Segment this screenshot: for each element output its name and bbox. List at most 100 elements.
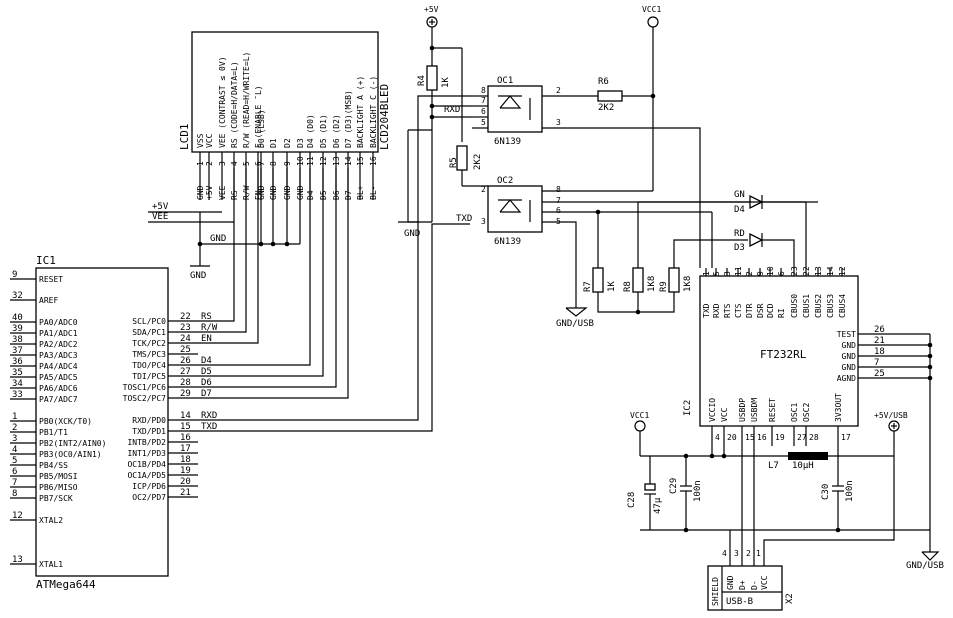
- ic1-pin-name: ICP/PD6: [132, 482, 166, 491]
- ic1-pin-name: PB6/MISO: [39, 483, 78, 492]
- svg-text:2: 2: [481, 185, 486, 194]
- ft232-pin-name: OSC1: [790, 403, 799, 422]
- ic1-pin-number: 21: [180, 488, 191, 498]
- ic1-pin-name: TXD/PD1: [132, 427, 166, 436]
- lcd-pin-number: 15: [356, 156, 365, 166]
- c30-ref: C30: [821, 484, 831, 500]
- lcd-pin-name: RS (CODE=H/DATA=L): [230, 61, 239, 148]
- ft232-pin-number: 28: [809, 433, 819, 442]
- usb-pin-name: GND: [726, 575, 735, 590]
- ft232-chip: FT232RL IC2 1TXD5RXD3RTS11CTS2DTR9DSR10D…: [683, 266, 930, 446]
- r4-ref: R4: [417, 75, 427, 86]
- ft232-pin-number: 13: [814, 266, 823, 276]
- lcd-body: [191, 31, 379, 153]
- ft232-pin-name: CBUS2: [814, 294, 823, 318]
- ft232-pin-number: 6: [777, 271, 786, 276]
- gnd-usb-right: GND/USB: [906, 334, 944, 571]
- ic1-part: ATMega644: [36, 578, 96, 591]
- r4-value: 1K: [441, 77, 451, 88]
- ic1-net-label: D4: [201, 356, 212, 366]
- ic1-pin-number: 13: [12, 555, 23, 565]
- ft232-pin-number: 1: [702, 271, 711, 276]
- ic1-pin-name: SDA/PC1: [132, 328, 166, 337]
- ic1-pin-number: 35: [12, 368, 23, 378]
- ic1-pin-name: INTB/PD2: [127, 438, 166, 447]
- ft232-pin-name: CBUS4: [838, 294, 847, 318]
- lcd-pin-number: 11: [306, 156, 315, 166]
- ft232-pin-number: 4: [715, 433, 720, 442]
- ic1-net-label: D6: [201, 378, 212, 388]
- ic1-pin-name: PB4/SS: [39, 461, 68, 470]
- svg-text:8: 8: [481, 86, 486, 95]
- ic1-net-label: R/W: [201, 323, 218, 333]
- ic1-pin-name: XTAL2: [39, 516, 63, 525]
- net-label-rxd: RXD: [444, 105, 460, 115]
- power-5v-top-label: +5V: [424, 5, 439, 14]
- ic1-pin-name: INT1/PD3: [127, 449, 166, 458]
- ft232-pin-number: 17: [841, 433, 851, 442]
- oc2-optocoupler: OC2 6N139 2 3 8 7 6 5 TXD GND/USB: [456, 176, 818, 329]
- ft232-pin-name: 3V3OUT: [834, 393, 843, 422]
- usb-pin-name: D+: [738, 580, 747, 590]
- ft232-ref: IC2: [683, 400, 693, 416]
- ic1-pin-number: 40: [12, 313, 23, 323]
- ic1-pin-number: 4: [12, 445, 17, 455]
- ic1-pin-number: 2: [12, 423, 17, 433]
- net-label-txd: TXD: [456, 214, 472, 224]
- lcd-net-label: BL-: [369, 186, 378, 200]
- led-d4: GN D4: [638, 190, 807, 268]
- svg-text:3: 3: [481, 217, 486, 226]
- ic1-pin-number: 6: [12, 467, 17, 477]
- ft232-pin-name: USBDP: [738, 398, 747, 422]
- l7-inductor: L7 10µH: [768, 452, 828, 471]
- lcd-pin-name: D4 (D0): [306, 114, 315, 148]
- ic1-pin-name: PA6/ADC6: [39, 384, 78, 393]
- ft232-pin-number: 2: [745, 271, 754, 276]
- r6-value: 2K2: [598, 103, 614, 113]
- ft232-pin-name: RXD: [712, 303, 721, 318]
- ft232-pin-number: 5: [712, 271, 721, 276]
- gnd-usb-right-label: GND/USB: [906, 561, 944, 571]
- gnd-lcd-label: GND: [190, 271, 206, 281]
- usb-pin-number: 4: [722, 549, 727, 558]
- ft232-pin-name: VCC: [720, 407, 729, 422]
- ft232-pin-name: DSR: [756, 303, 765, 318]
- ft232-pin-name: AGND: [837, 374, 856, 383]
- lcd-net-label: BL+: [356, 185, 365, 200]
- ic1-pin-name: PB3(OC0/AIN1): [39, 450, 102, 459]
- ft232-pin-name: RI: [777, 308, 786, 318]
- ic1-pin-name: PA7/ADC7: [39, 395, 78, 404]
- vcc1-bottom-label: VCC1: [630, 411, 649, 420]
- ft232-pin-name: CBUS0: [790, 294, 799, 318]
- ic1-pin-number: 1: [12, 412, 17, 422]
- lcd-pin-number: 2: [205, 161, 214, 166]
- power-vcc1-top-label: VCC1: [642, 5, 661, 14]
- ic1-pin-number: 38: [12, 335, 23, 345]
- ic1-net-label: RXD: [201, 411, 217, 421]
- ic1-pin-number: 34: [12, 379, 23, 389]
- usb-ref: X2: [785, 593, 795, 604]
- ft232-pin-number: 10: [766, 266, 775, 276]
- ic1-pin-name: AREF: [39, 296, 58, 305]
- ft232-bottom-pins: VCCIO4VCC20USBDP15USBDM16RESET19OSC127OS…: [708, 393, 851, 446]
- r6-resistor: R6 2K2: [597, 77, 656, 113]
- usb-pin-number: 1: [756, 549, 761, 558]
- c30-value: 100n: [845, 480, 855, 502]
- r7-ref: R7: [583, 281, 593, 292]
- d4-label: GN: [734, 190, 745, 200]
- ic1-pin-number: 17: [180, 444, 191, 454]
- ic1-pin-name: PB1/T1: [39, 428, 68, 437]
- ft232-pin-name: RESET: [768, 398, 777, 422]
- ic1-pin-number: 25: [180, 345, 191, 355]
- ic1-pin-number: 22: [180, 312, 191, 322]
- c29-value: 100n: [693, 480, 703, 502]
- lcd-pin-name: D7 (D3)(MSB): [344, 90, 353, 148]
- ic1-pin-number: 20: [180, 477, 191, 487]
- ic1-pin-name: TDI/PC5: [132, 372, 166, 381]
- ft232-pin-number: 18: [874, 347, 885, 357]
- lcd-pin-number: 14: [344, 156, 353, 166]
